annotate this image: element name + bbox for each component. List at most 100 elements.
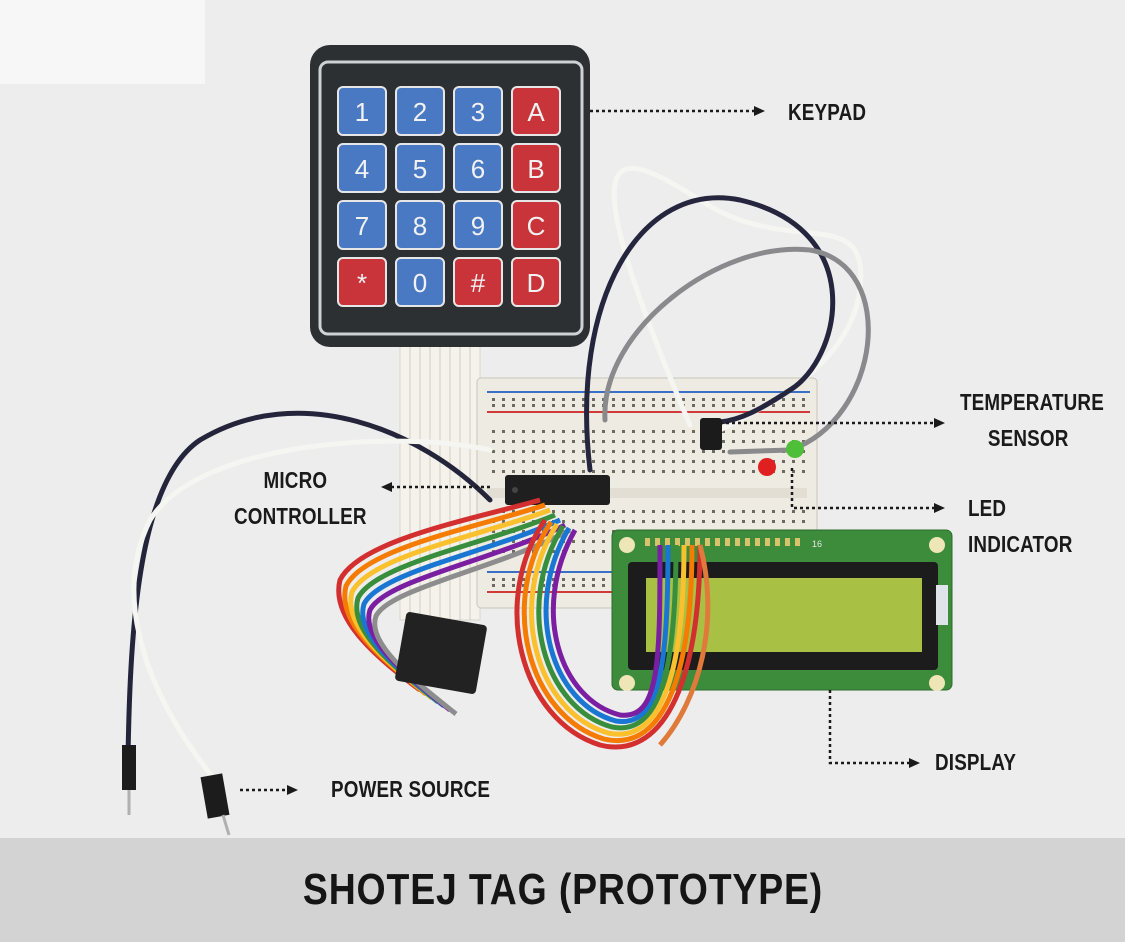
led-green [786, 440, 804, 458]
breadboard-hole [702, 470, 705, 473]
breadboard-hole [502, 578, 505, 581]
keypad-key-label: 0 [413, 268, 427, 298]
lcd-pin [745, 538, 750, 546]
breadboard-hole [502, 460, 505, 463]
breadboard-hole [642, 510, 645, 513]
keypad-key-*: * [337, 257, 387, 307]
breadboard-hole [542, 440, 545, 443]
keypad-key-label: 5 [413, 154, 427, 184]
breadboard-hole [512, 578, 515, 581]
breadboard-hole [752, 470, 755, 473]
leader-arrows [240, 106, 945, 795]
breadboard-hole [592, 540, 595, 543]
keypad-key-5: 5 [395, 143, 445, 193]
breadboard-hole [692, 470, 695, 473]
keypad-key-label: 1 [355, 97, 369, 127]
breadboard-hole [502, 450, 505, 453]
breadboard-hole [602, 450, 605, 453]
breadboard-hole [512, 430, 515, 433]
breadboard-hole [742, 470, 745, 473]
breadboard-hole [692, 404, 695, 407]
led-red [758, 458, 776, 476]
breadboard-hole [622, 520, 625, 523]
keypad-key-9: 9 [453, 200, 503, 250]
breadboard-hole [662, 430, 665, 433]
breadboard-hole [492, 450, 495, 453]
breadboard-hole [592, 530, 595, 533]
breadboard-hole [582, 430, 585, 433]
breadboard-hole [782, 470, 785, 473]
breadboard-hole [732, 510, 735, 513]
lcd-pin [685, 538, 690, 546]
keypad-key-label: 6 [471, 154, 485, 184]
keypad-key-#: # [453, 257, 503, 307]
breadboard-hole [662, 510, 665, 513]
breadboard-hole [712, 460, 715, 463]
lcd-header-pins [645, 538, 800, 546]
breadboard-hole [682, 398, 685, 401]
breadboard-hole [732, 404, 735, 407]
breadboard-hole [672, 398, 675, 401]
breadboard-hole [632, 510, 635, 513]
breadboard-hole [582, 510, 585, 513]
breadboard-hole [602, 440, 605, 443]
keypad-key-label: 9 [471, 211, 485, 241]
breadboard-hole [722, 470, 725, 473]
keypad-key-label: D [527, 268, 546, 298]
breadboard-hole [662, 460, 665, 463]
breadboard-hole [592, 398, 595, 401]
keypad-key-A: A [511, 86, 561, 136]
breadboard-hole [642, 440, 645, 443]
breadboard-hole [642, 398, 645, 401]
breadboard-hole [592, 470, 595, 473]
breadboard-hole [632, 520, 635, 523]
breadboard-hole [572, 584, 575, 587]
label-led-indicator: LED INDICATOR [968, 495, 1073, 557]
breadboard-hole [572, 404, 575, 407]
lcd-pin [785, 538, 790, 546]
breadboard-hole [522, 440, 525, 443]
label-power-source: POWER SOURCE [331, 776, 491, 802]
breadboard-hole [502, 404, 505, 407]
breadboard-hole [592, 430, 595, 433]
breadboard-hole [712, 470, 715, 473]
breadboard-hole [782, 404, 785, 407]
breadboard-hole [672, 520, 675, 523]
lcd-pin [695, 538, 700, 546]
keypad-key-1: 1 [337, 86, 387, 136]
breadboard-hole [642, 470, 645, 473]
breadboard-hole [652, 460, 655, 463]
breadboard-hole [682, 510, 685, 513]
breadboard-hole [742, 398, 745, 401]
breadboard-hole [802, 404, 805, 407]
breadboard-hole [742, 404, 745, 407]
keypad-arrowhead [754, 106, 765, 116]
breadboard-hole [532, 470, 535, 473]
breadboard-hole [542, 430, 545, 433]
breadboard-hole [632, 470, 635, 473]
breadboard-hole [562, 510, 565, 513]
breadboard-hole [712, 450, 715, 453]
lcd-pin-label: 16 [812, 539, 822, 549]
lcd-pin [795, 538, 800, 546]
keypad-key-C: C [511, 200, 561, 250]
breadboard-hole [622, 404, 625, 407]
breadboard-hole [562, 520, 565, 523]
breadboard-hole [722, 520, 725, 523]
breadboard-hole [592, 520, 595, 523]
breadboard-hole [492, 430, 495, 433]
breadboard-hole [652, 450, 655, 453]
breadboard-hole [592, 450, 595, 453]
breadboard-hole [682, 460, 685, 463]
breadboard-hole [632, 404, 635, 407]
breadboard-hole [642, 404, 645, 407]
breadboard-hole [692, 520, 695, 523]
breadboard-hole [582, 540, 585, 543]
breadboard-hole [552, 550, 555, 553]
breadboard-hole [642, 430, 645, 433]
keypad-key-4: 4 [337, 143, 387, 193]
breadboard-hole [692, 398, 695, 401]
lcd-pin [675, 538, 680, 546]
breadboard-hole [702, 398, 705, 401]
breadboard-hole [592, 404, 595, 407]
